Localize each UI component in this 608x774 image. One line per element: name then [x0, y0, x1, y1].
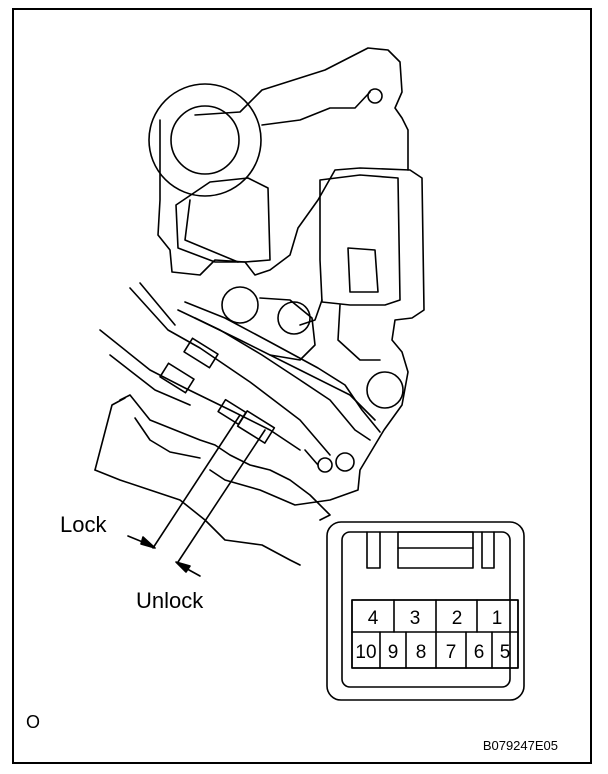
cable-guide-housing: [94, 394, 331, 566]
figure-code: B079247E05: [483, 738, 558, 753]
corner-mark: O: [26, 712, 40, 732]
lock-cables: [99, 282, 381, 473]
pin-label: 3: [410, 608, 421, 629]
pin-label: 6: [474, 642, 485, 663]
pin-label: 4: [368, 608, 379, 629]
travel-indicator: [127, 414, 266, 577]
lock-label: Lock: [60, 512, 107, 537]
pin-label: 1: [492, 608, 503, 629]
unlock-label: Unlock: [136, 588, 204, 613]
lock-knob: [148, 83, 262, 197]
pin-label: 5: [500, 642, 511, 663]
mounting-holes: [221, 286, 404, 472]
pin-label: 10: [355, 642, 376, 663]
pin-label: 9: [388, 642, 399, 663]
connector-pin-labels: 4 3 2 1 10 9 8 7 6 5: [355, 608, 510, 663]
pin-label: 8: [416, 642, 427, 663]
pin-label: 2: [452, 608, 463, 629]
lock-housing: [157, 47, 425, 506]
connector-face: [326, 521, 525, 701]
diagram-frame: [12, 8, 592, 764]
pin-label: 7: [446, 642, 457, 663]
